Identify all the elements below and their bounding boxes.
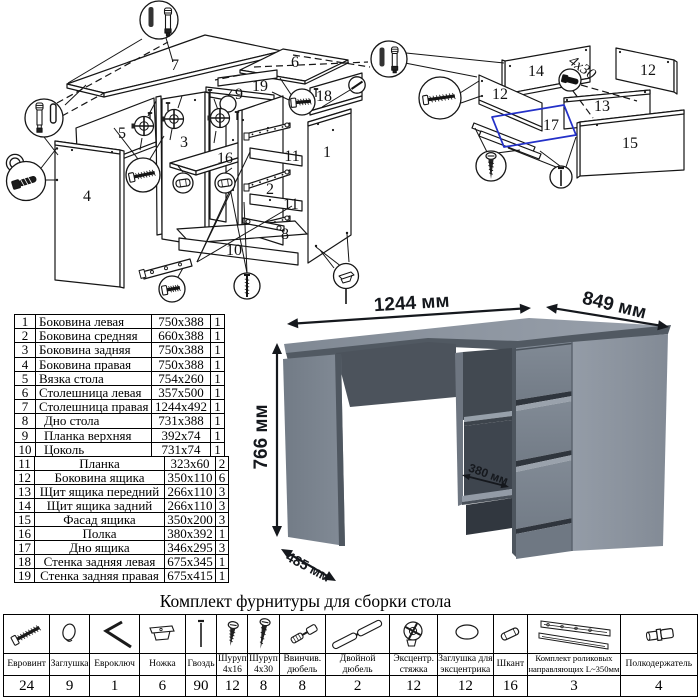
svg-text:14: 14 — [528, 63, 544, 80]
svg-text:16: 16 — [217, 150, 233, 167]
svg-text:4: 4 — [83, 188, 91, 205]
svg-text:485 мм: 485 мм — [283, 548, 333, 585]
svg-text:17: 17 — [543, 117, 559, 134]
svg-text:1: 1 — [323, 144, 331, 161]
svg-text:1244 мм: 1244 мм — [373, 291, 450, 317]
svg-text:9: 9 — [235, 86, 243, 103]
svg-text:766 мм: 766 мм — [251, 404, 272, 469]
svg-text:18: 18 — [316, 88, 332, 105]
svg-text:5: 5 — [118, 125, 126, 142]
svg-text:12: 12 — [640, 62, 656, 79]
svg-text:11: 11 — [283, 196, 298, 213]
svg-text:19: 19 — [252, 78, 268, 95]
svg-text:10: 10 — [226, 242, 242, 259]
svg-text:13: 13 — [594, 98, 610, 115]
svg-text:7: 7 — [171, 57, 179, 74]
svg-text:12: 12 — [492, 86, 508, 103]
svg-text:2: 2 — [266, 181, 274, 198]
svg-text:11: 11 — [284, 148, 299, 165]
svg-text:6: 6 — [291, 54, 299, 71]
svg-text:8: 8 — [281, 226, 289, 243]
svg-text:15: 15 — [622, 135, 638, 152]
svg-text:3: 3 — [180, 134, 188, 151]
